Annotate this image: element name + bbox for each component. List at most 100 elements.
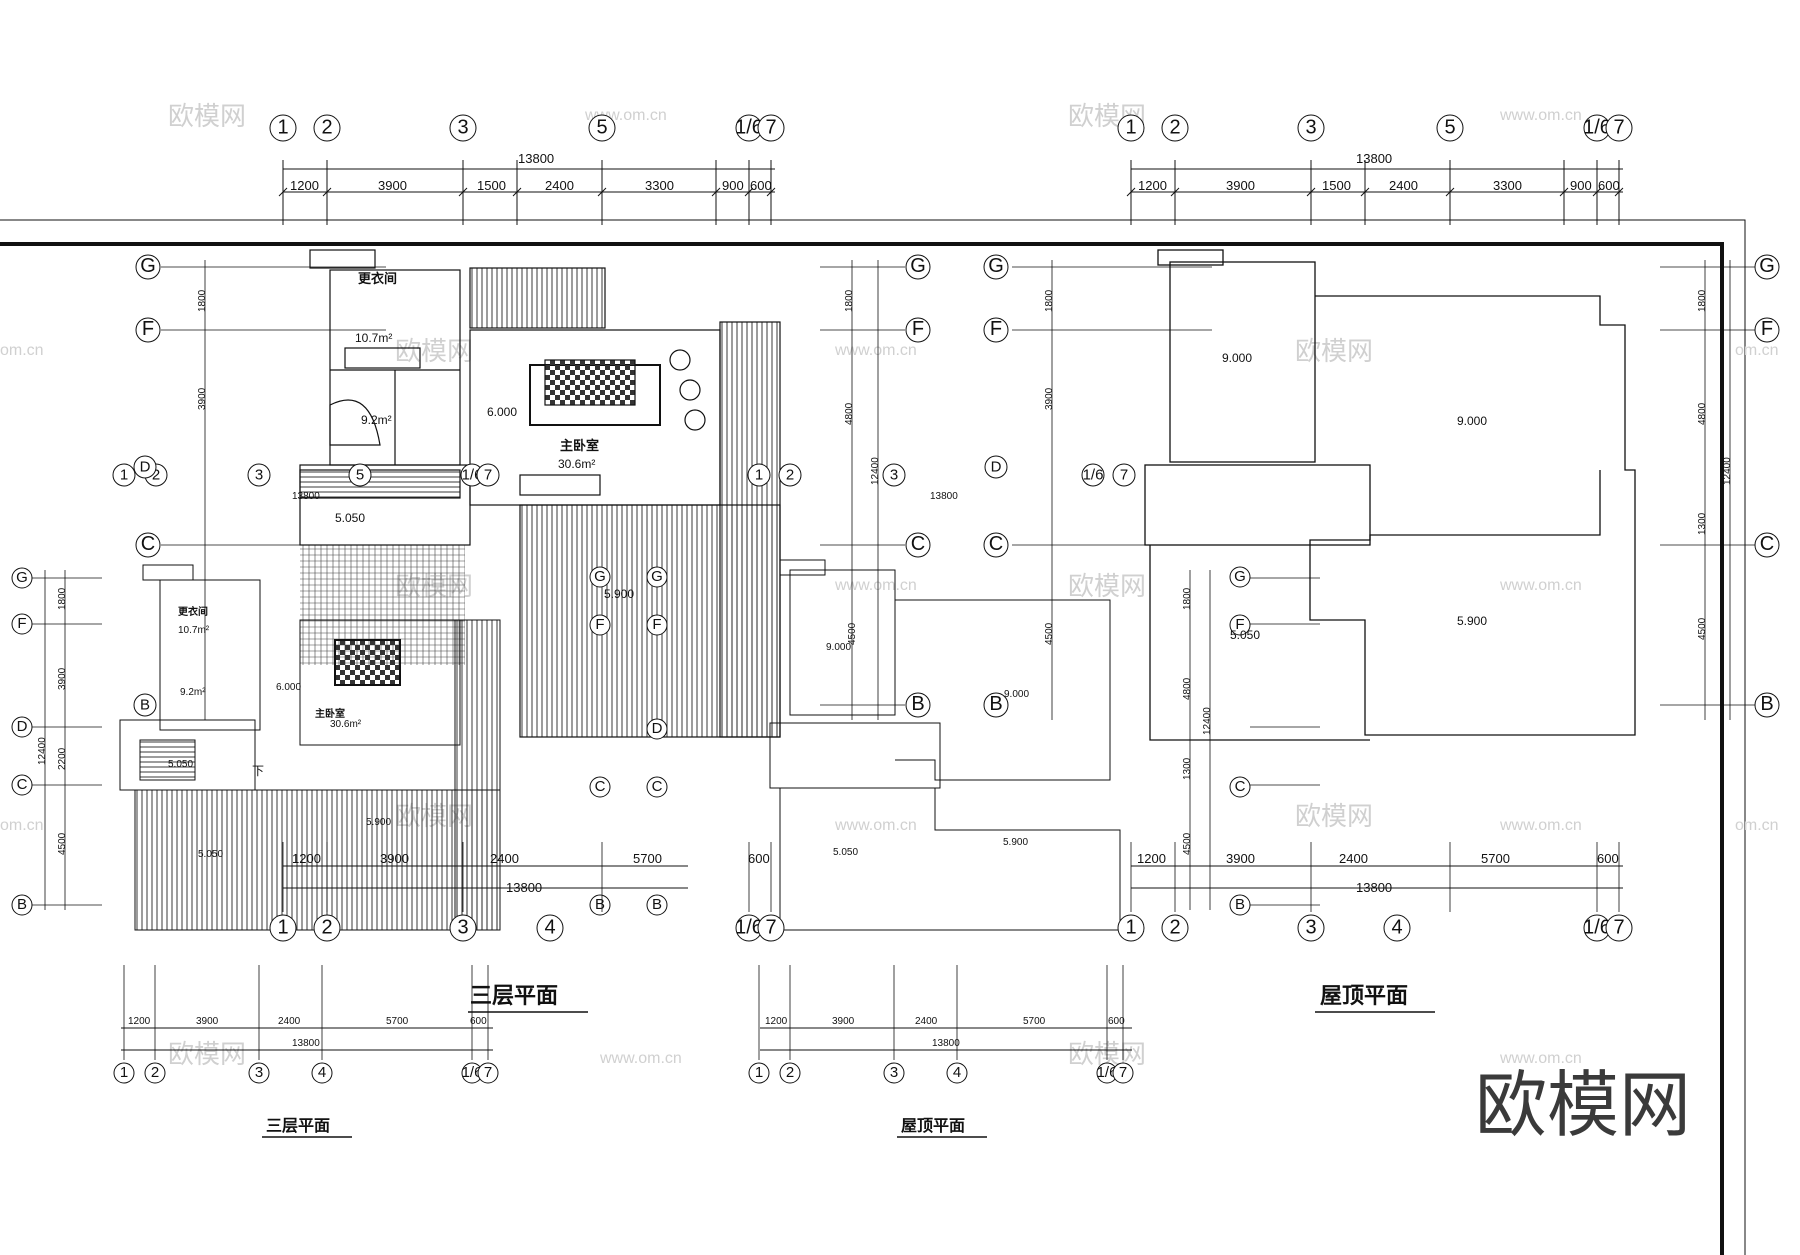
axis-bubble: 1 [269, 114, 297, 142]
axis-bubble: D [133, 455, 157, 479]
elevation: 5.050 [1230, 628, 1260, 642]
axis-bubble: B [11, 894, 33, 916]
vdim: 4500 [57, 832, 68, 855]
axis-label: 1 [120, 1064, 128, 1081]
axis-bubble: 1/6 [1583, 114, 1611, 142]
dimension-slash [458, 187, 468, 197]
axis-label: F [595, 616, 604, 633]
axis-label: F [990, 318, 1002, 340]
overall-dim-mid-right: 13800 [1356, 880, 1392, 895]
axis-bubble: 1 [747, 463, 771, 487]
bottom-dimension-chains [121, 865, 1623, 1051]
elevation: 9.000 [826, 642, 851, 653]
elevation: 9.000 [1004, 689, 1029, 700]
vdim: 12400 [1202, 707, 1213, 735]
axis-label: 7 [1613, 116, 1624, 138]
small-third-floor-title: 三层平面 [266, 1116, 330, 1135]
axis-bubble: 2 [1161, 914, 1189, 942]
axis-label: 2 [1169, 916, 1180, 938]
axis-label: 3 [1305, 116, 1316, 138]
axis-label: C [1235, 778, 1246, 795]
axis-label: C [141, 533, 155, 555]
axis-label: C [1760, 533, 1774, 555]
axis-label: 4 [318, 1064, 326, 1081]
axis-label: 1 [120, 467, 128, 484]
watermark-url: www.om.cn [834, 342, 917, 359]
axis-bubble: B [133, 693, 157, 717]
axis-label: C [652, 778, 663, 795]
axis-label: 2 [321, 916, 332, 938]
axis-label: F [652, 616, 661, 633]
axis-bubble: 7 [1605, 914, 1633, 942]
watermark-url: www.om.cn [599, 1050, 682, 1067]
overall-dim-bottom-left: 13800 [292, 1038, 320, 1049]
watermark-url: om.cn [0, 342, 44, 359]
elevation: 5.900 [1457, 614, 1487, 628]
axis-label: G [910, 255, 926, 277]
axis-bubble: F [589, 614, 611, 636]
axis-label: 7 [484, 1064, 492, 1081]
elevation: 5.050 [833, 847, 858, 858]
axis-label: 4 [953, 1064, 961, 1081]
watermark-url: www.om.cn [1499, 817, 1582, 834]
vdim: 4500 [1697, 617, 1708, 640]
axis-bubble: B [905, 692, 931, 718]
axis-label: 1/6 [1583, 916, 1611, 938]
axis-bubble: 3 [1297, 114, 1325, 142]
dimension-slash [1559, 187, 1569, 197]
room-master-small: 主卧室 [315, 707, 345, 720]
dimension-slash [1614, 187, 1624, 197]
axis-bubble: 7 [1112, 463, 1136, 487]
axis-bubble: 1/6 [460, 463, 484, 487]
axis-bubble: 2 [313, 114, 341, 142]
axis-bubble: C [589, 776, 611, 798]
dim-seg: 900 [1570, 178, 1592, 193]
watermark-url: www.om.cn [834, 817, 917, 834]
axis-bubble: 3 [247, 463, 271, 487]
axis-label: 5 [1444, 116, 1455, 138]
roof-plan-large [1144, 249, 1636, 741]
axis-bubble: D [11, 716, 33, 738]
vertical-dims: 1800 3900 1800 4800 12400 1800 3900 1800… [37, 289, 1733, 855]
axis-label: B [1235, 896, 1245, 913]
vdim: 3900 [57, 667, 68, 690]
axis-label: 7 [484, 467, 492, 484]
vdim: 1800 [1044, 289, 1055, 312]
axis-label: C [17, 776, 28, 793]
room-master-area: 30.6m² [558, 457, 595, 471]
axis-label: C [595, 778, 606, 795]
axis-bubble: G [905, 254, 931, 280]
vdim: 1800 [57, 587, 68, 610]
axis-bubble: 2 [779, 1062, 801, 1084]
dim-seg: 600 [1108, 1016, 1125, 1027]
axis-bubble: 1/6 [735, 114, 763, 142]
axis-bubble: 1 [1117, 114, 1145, 142]
axis-bubble: C [983, 532, 1009, 558]
axis-label: 1/6 [1097, 1064, 1118, 1081]
axis-label: G [1759, 255, 1775, 277]
sheet-frame [0, 219, 1746, 1255]
axis-label: 1 [277, 916, 288, 938]
overall-dim-top-right: 13800 [1356, 151, 1392, 166]
axis-bubble: 1 [748, 1062, 770, 1084]
dimension-slash [766, 187, 776, 197]
axis-bubble: G [589, 566, 611, 588]
watermark-url: www.om.cn [1499, 1050, 1582, 1067]
axis-label: F [912, 318, 924, 340]
vdim: 3900 [1044, 387, 1055, 410]
axis-label: 1/6 [735, 916, 763, 938]
axis-bubble: 5 [1436, 114, 1464, 142]
axis-label: G [594, 568, 606, 585]
elevation: 5.050 [168, 759, 193, 770]
dim-seg: 1200 [128, 1016, 151, 1027]
watermark-url: om.cn [1735, 342, 1779, 359]
axis-label: 7 [1119, 1064, 1127, 1081]
axis-bubble: 7 [757, 114, 785, 142]
top-dimension-chain-right [1126, 160, 1624, 225]
axis-bubble: 1/6 [1583, 914, 1611, 942]
room-master: 主卧室 [560, 438, 599, 453]
overall-dim-mid-left: 13800 [506, 880, 542, 895]
elevation: 5.900 [1003, 837, 1028, 848]
axis-label: 7 [765, 116, 776, 138]
